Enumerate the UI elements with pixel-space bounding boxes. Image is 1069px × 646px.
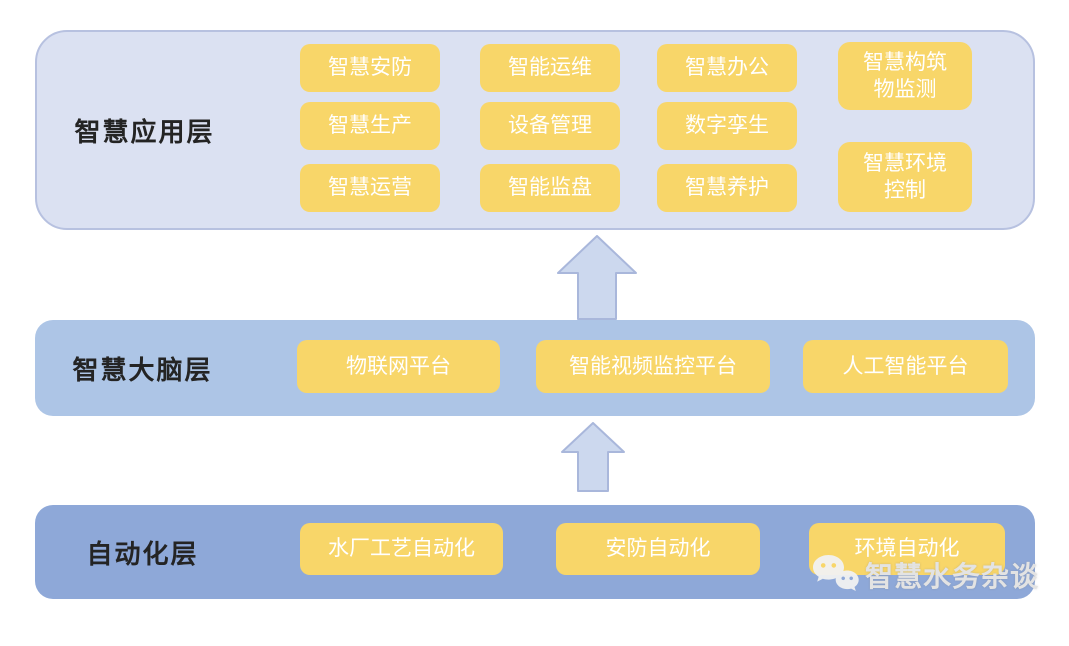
auto-box-plant-process: 水厂工艺自动化: [300, 523, 503, 575]
app-box-monitoring: 智能监盘: [480, 164, 620, 212]
brain-layer-label: 智慧大脑层: [72, 354, 213, 385]
brain-box-video-platform: 智能视频监控平台: [536, 340, 770, 393]
up-arrow-icon: [557, 235, 637, 325]
auto-box-security: 安防自动化: [556, 523, 760, 575]
app-box-production: 智慧生产: [300, 102, 440, 150]
app-box-upkeep: 智慧养护: [657, 164, 797, 212]
automation-layer: 自动化层 水厂工艺自动化 安防自动化 环境自动化: [35, 505, 1035, 599]
app-layer: 智慧应用层 智慧安防 智慧生产 智慧运营 智能运维 设备管理 智能监盘 智慧办公…: [35, 30, 1035, 230]
app-box-environment-control: 智慧环境 控制: [838, 142, 972, 212]
app-layer-label: 智慧应用层: [74, 116, 215, 147]
brain-box-ai-platform: 人工智能平台: [803, 340, 1008, 393]
up-arrow-icon: [561, 422, 625, 497]
app-box-office: 智慧办公: [657, 44, 797, 92]
app-box-security: 智慧安防: [300, 44, 440, 92]
automation-layer-label: 自动化层: [86, 538, 199, 569]
brain-box-iot-platform: 物联网平台: [297, 340, 500, 393]
app-box-equipment: 设备管理: [480, 102, 620, 150]
brain-layer: 智慧大脑层 物联网平台 智能视频监控平台 人工智能平台: [35, 320, 1035, 416]
watermark-text: 智慧水务杂谈: [865, 561, 1040, 592]
wechat-icon: [813, 555, 859, 591]
watermark: 智慧水务杂谈: [812, 553, 1039, 597]
app-box-structure-monitoring: 智慧构筑 物监测: [838, 42, 972, 110]
app-box-operation: 智慧运营: [300, 164, 440, 212]
app-box-maintenance: 智能运维: [480, 44, 620, 92]
app-box-digital-twin: 数字孪生: [657, 102, 797, 150]
